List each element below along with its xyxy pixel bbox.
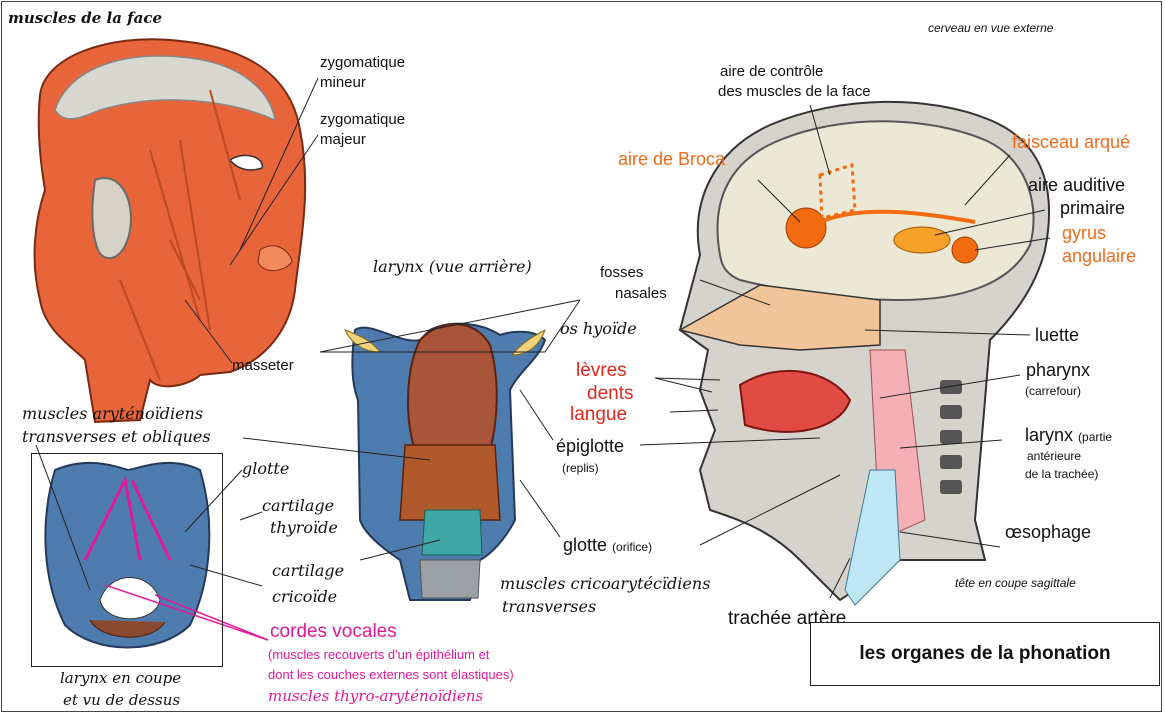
glotte-inset-label: glotte	[242, 460, 289, 478]
glotte-word: glotte	[563, 535, 607, 555]
cartilage-thyroide-label-2: thyroïde	[270, 519, 338, 537]
oesophage-label: œsophage	[1005, 522, 1091, 542]
faisceau-arque-label: faisceau arqué	[1012, 132, 1130, 152]
aire-controle-label-1: aire de contrôle	[720, 64, 823, 81]
carrefour-label: (carrefour)	[1025, 385, 1081, 398]
os-hyoide-label: os hyoïde	[560, 320, 637, 338]
larynx-coupe-label-2: et vu de dessus	[63, 692, 180, 709]
zygomatique-majeur-label-2: majeur	[320, 132, 366, 149]
pharynx-label: pharynx	[1026, 360, 1090, 380]
larynx-partie-paren: (partie	[1078, 430, 1112, 444]
arytenoidiens-label-1: muscles aryténoïdiens	[22, 405, 203, 423]
zygomatique-mineur-label-1: zygomatique	[320, 55, 405, 72]
larynx-anterieure-label: antérieure	[1027, 450, 1081, 463]
aire-controle-label-2: des muscles de la face	[718, 84, 871, 101]
aire-auditive-label-2: primaire	[1060, 198, 1125, 218]
cordes-note-label-1: (muscles recouverts d'un épithélium et	[268, 648, 489, 663]
zygomatique-mineur-label-2: mineur	[320, 75, 366, 92]
cartilage-thyroide-label-1: cartilage	[262, 497, 334, 515]
gyrus-label-1: gyrus	[1062, 223, 1106, 243]
epiglotte-label: épiglotte	[556, 436, 624, 456]
fosses-nasales-label-1: fosses	[600, 265, 643, 282]
larynx-inset-frame	[31, 453, 223, 667]
cartilage-cricoide-label-1: cartilage	[272, 562, 344, 580]
larynx-partie-word: larynx	[1025, 425, 1073, 445]
cordes-vocales-label: cordes vocales	[270, 621, 397, 642]
luette-label: luette	[1035, 325, 1079, 345]
larynx-partie-label: larynx (partie	[1025, 425, 1112, 445]
dents-label: dents	[587, 383, 633, 404]
aire-auditive-label-1: aire auditive	[1028, 175, 1125, 195]
cricoarytenoidiens-label-1: muscles cricoarytécïdiens	[500, 575, 710, 593]
glotte-orifice-label: glotte (orifice)	[563, 535, 652, 555]
cartilage-cricoide-label-2: cricoïde	[272, 588, 337, 606]
thyro-arytenoidiens-label: muscles thyro-aryténoïdiens	[268, 688, 483, 705]
cerveau-label: cerveau en vue externe	[928, 22, 1053, 35]
sagittal-head-illustration	[680, 102, 1049, 605]
page-title: les organes de la phonation	[859, 643, 1110, 665]
langue-label: langue	[570, 404, 627, 425]
levres-label: lèvres	[576, 360, 627, 381]
zygomatique-majeur-label-1: zygomatique	[320, 112, 405, 129]
cricoarytenoidiens-label-2: transverses	[502, 598, 596, 616]
title-box: les organes de la phonation	[810, 622, 1160, 686]
tete-sagittale-label: tête en coupe sagittale	[955, 577, 1076, 590]
orifice-word: (orifice)	[612, 540, 652, 554]
fosses-nasales-label-2: nasales	[615, 286, 667, 303]
gyrus-label-2: angulaire	[1062, 246, 1136, 266]
larynx-trachee-label: de la trachée)	[1025, 468, 1098, 481]
replis-label: (replis)	[562, 462, 599, 475]
cordes-note-label-2: dont les couches externes sont élastique…	[268, 668, 514, 683]
larynx-posterior-illustration	[345, 324, 545, 600]
muscles-face-label: muscles de la face	[8, 10, 162, 27]
aire-broca-label: aire de Broca	[618, 149, 725, 169]
masseter-label: masseter	[232, 358, 294, 375]
larynx-arriere-label: larynx (vue arrière)	[373, 258, 532, 276]
arytenoidiens-label-2: transverses et obliques	[22, 428, 211, 446]
larynx-coupe-label-1: larynx en coupe	[60, 670, 181, 687]
